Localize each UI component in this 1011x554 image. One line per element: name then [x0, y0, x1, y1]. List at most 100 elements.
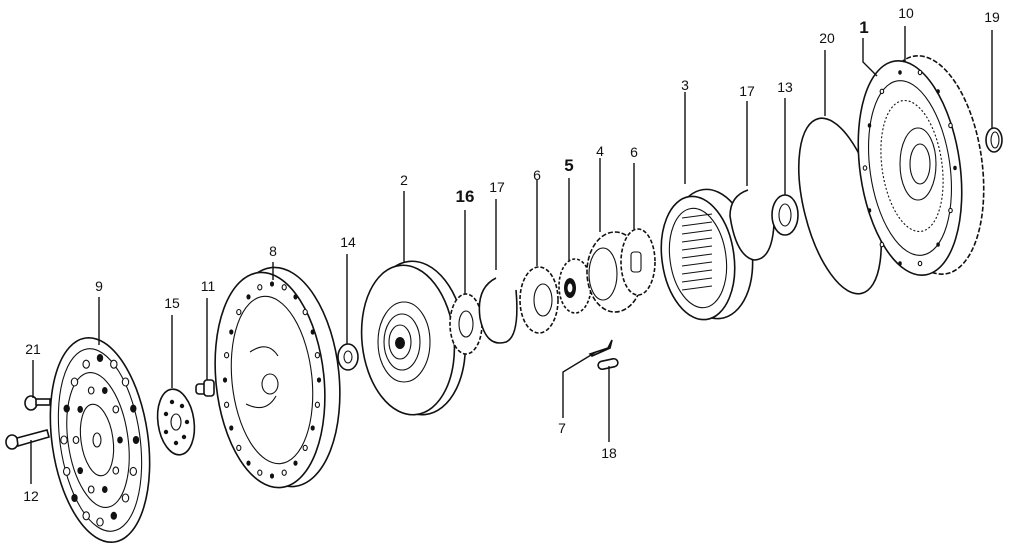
bolt-hole	[867, 123, 872, 128]
callout-18: 18	[601, 445, 617, 461]
bolt-hole	[310, 329, 315, 335]
bolt-hole	[953, 165, 957, 171]
bolt-hole	[314, 352, 321, 359]
callout-10: 10	[898, 5, 914, 21]
bolt-hole	[246, 460, 251, 466]
stator-blade	[681, 237, 713, 243]
part-side-plate-right	[620, 228, 656, 296]
bolt-hole	[102, 486, 108, 493]
callout-17-right: 17	[739, 83, 755, 99]
bolt-hole	[316, 377, 322, 383]
part-backing-plate	[156, 388, 196, 456]
bolt-hole	[936, 242, 940, 247]
part-thrust-plate	[449, 293, 483, 355]
part-drive-plate	[49, 336, 151, 544]
callout-2: 2	[400, 172, 408, 188]
stator-blade	[681, 269, 713, 275]
callout-1: 1	[859, 18, 868, 37]
callout-3: 3	[681, 77, 689, 93]
callout-5: 5	[564, 156, 573, 175]
bolt-hole	[269, 473, 275, 479]
callout-21: 21	[25, 341, 41, 357]
part-stud-bolt	[195, 379, 215, 397]
bolt-hole	[898, 70, 902, 75]
callout-15: 15	[164, 295, 180, 311]
part-o-ring-small	[985, 127, 1003, 153]
leader-lines	[30, 26, 993, 484]
bolt-hole	[236, 444, 242, 452]
bolt-hole	[62, 466, 71, 476]
bolt-hole	[112, 466, 120, 475]
callout-6-left: 6	[533, 167, 541, 183]
bolt-hole	[936, 89, 940, 94]
bolt-hole	[898, 261, 902, 266]
bolt-hole	[96, 354, 104, 362]
bolt-hole	[87, 386, 95, 395]
bolt-hole	[60, 435, 68, 445]
bolt-hole	[281, 284, 287, 291]
stator-blade	[681, 221, 713, 227]
bolt-hole	[948, 207, 953, 214]
bolt-hole	[223, 352, 230, 359]
callout-12: 12	[23, 488, 39, 504]
bolt-hole	[229, 329, 234, 335]
callout-19: 19	[984, 9, 1000, 25]
stator-blade	[681, 253, 713, 259]
bolt-hole	[293, 294, 298, 300]
bolt-hole	[70, 377, 79, 387]
stator-blade	[681, 213, 713, 219]
bolt-hole	[236, 308, 242, 316]
stator-blade	[681, 229, 713, 235]
bolt-hole	[862, 165, 868, 171]
bolt-hole	[223, 401, 230, 408]
part-torque-converter	[857, 55, 985, 276]
bolt-hole	[948, 122, 953, 129]
part-thrust-washer-turbine	[337, 343, 359, 371]
callout-8: 8	[269, 243, 277, 259]
part-snap-ring-right	[729, 189, 775, 261]
bolt-hole	[917, 260, 923, 267]
stator-blade	[681, 277, 713, 283]
bolt-hole	[121, 493, 130, 503]
bolt-hole	[302, 308, 308, 316]
stator-blade	[681, 245, 713, 251]
bolt-hole	[96, 517, 104, 527]
bolt-hole	[110, 359, 118, 369]
bolt-hole	[222, 377, 228, 383]
bolt-hole	[72, 435, 80, 445]
bolt-hole	[246, 294, 251, 300]
callout-16: 16	[456, 187, 475, 206]
bolt-hole	[87, 485, 95, 494]
bolt-hole	[117, 436, 123, 444]
bolt-hole	[314, 401, 321, 408]
bolt-hole	[310, 425, 315, 431]
bolt-hole	[129, 466, 138, 476]
callout-labels: 9 21 12 15 11 8 14 2 16 17 6 5 4 6 7 18 …	[23, 5, 1000, 504]
bolt-hole	[77, 405, 83, 413]
bolt-hole	[879, 88, 885, 95]
part-drive-plate-bolt	[24, 395, 51, 411]
callout-9: 9	[95, 278, 103, 294]
bolt-hole	[82, 511, 90, 521]
bolt-hole	[879, 241, 885, 248]
callout-20: 20	[819, 30, 835, 46]
bolt-hole	[121, 377, 130, 387]
bolt-hole	[110, 511, 118, 520]
stator-blade	[681, 285, 713, 291]
bolt-hole	[867, 208, 872, 213]
part-turbine	[360, 260, 467, 416]
callout-17-left: 17	[489, 179, 505, 195]
callout-13: 13	[777, 79, 793, 95]
part-side-plate-left	[519, 266, 559, 334]
part-snap-ring-left	[478, 277, 518, 344]
callout-11: 11	[201, 278, 216, 294]
bolt-hole	[917, 69, 923, 76]
bolt-hole	[112, 405, 120, 414]
callout-4: 4	[596, 143, 604, 159]
part-thrust-washer-stator	[771, 194, 799, 236]
bolt-hole	[77, 467, 83, 475]
bolt-hole	[102, 387, 108, 394]
bolt-hole	[269, 281, 275, 287]
part-roller	[597, 357, 619, 371]
